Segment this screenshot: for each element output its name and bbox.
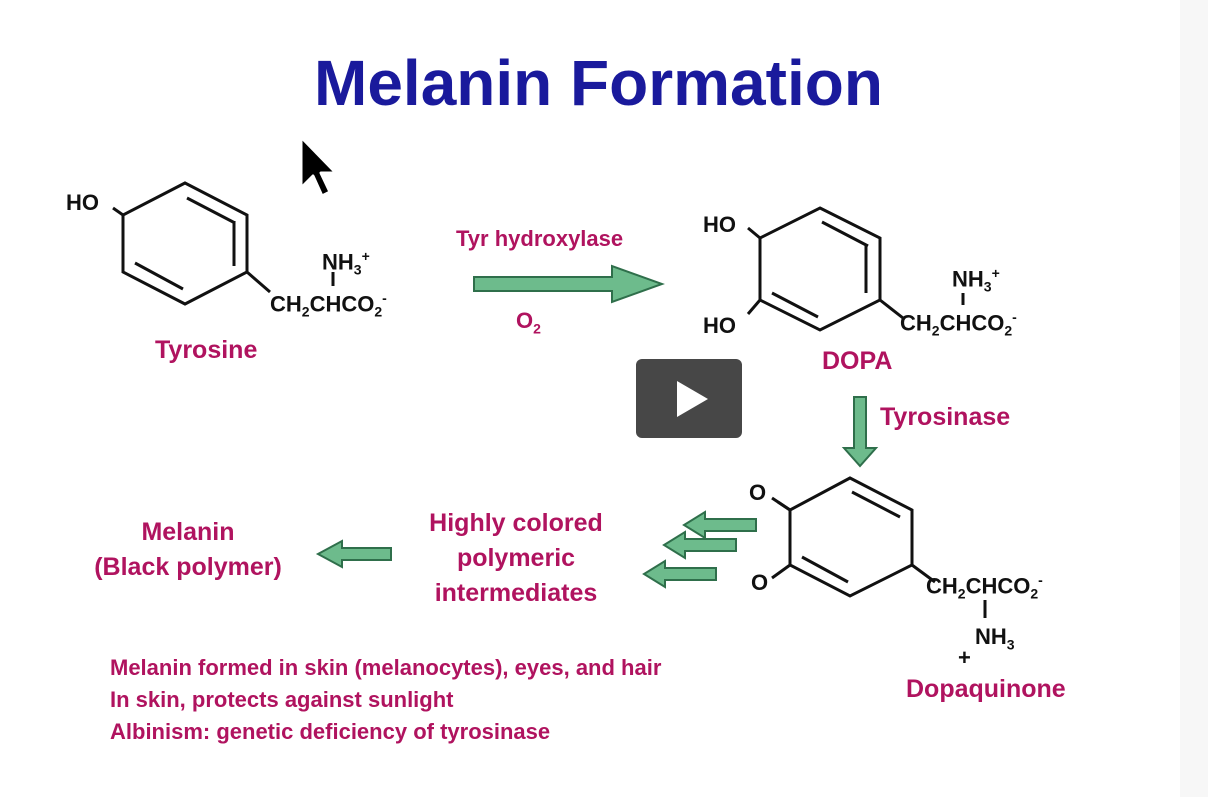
dopaquinone-name: Dopaquinone — [906, 675, 1066, 703]
tyrosine-name: Tyrosine — [155, 336, 258, 364]
tyr-hydroxylase-label: Tyr hydroxylase — [456, 226, 624, 251]
arrow-dopaquinone-to-intermediates — [642, 510, 757, 589]
tyrosine-ring — [112, 181, 335, 306]
dopaquinone-amine-label: NH3 — [975, 624, 1015, 653]
dopa-amine-label: NH3+ — [952, 265, 1000, 295]
oxygen-cofactor-label: O2 — [516, 308, 541, 337]
dopa-hydroxyl-bottom-label: HO — [703, 313, 736, 338]
page-title: Melanin Formation — [314, 47, 883, 119]
play-icon — [677, 381, 708, 417]
tyrosine-amine-label: NH3+ — [322, 248, 370, 278]
arrow-intermediates-to-melanin — [315, 539, 392, 569]
dopa-hydroxyl-top-label: HO — [703, 212, 736, 237]
mouse-pointer-icon — [299, 135, 338, 198]
dopaquinone-ring — [771, 476, 987, 618]
arrow-dopa-to-dopaquinone — [841, 396, 879, 468]
dopaquinone-amine-charge: + — [958, 645, 971, 670]
tyrosinase-label: Tyrosinase — [880, 403, 1011, 431]
dopa-name: DOPA — [822, 347, 893, 375]
tyrosine-hydroxyl-label: HO — [66, 190, 99, 215]
note-item: Albinism: genetic deficiency of tyrosina… — [110, 719, 551, 744]
notes-list: Melanin formed in skin (melanocytes), ey… — [110, 652, 661, 748]
play-button[interactable] — [636, 359, 742, 438]
slide-edge — [1180, 0, 1208, 797]
dopaquinone-oxygen-top-label: O — [749, 480, 767, 505]
arrow-tyrosine-to-dopa — [473, 264, 665, 304]
dopaquinone-side-chain-label: CH2CHCO2- — [926, 572, 1043, 602]
tyrosine-side-chain-label: CH2CHCO2- — [270, 290, 387, 320]
melanin-label: Melanin (Black polymer) — [94, 518, 282, 581]
dopaquinone-oxygen-bottom-label: O — [751, 570, 769, 595]
note-item: Melanin formed in skin (melanocytes), ey… — [110, 655, 662, 680]
dopa-ring — [746, 206, 965, 332]
note-item: In skin, protects against sunlight — [110, 687, 454, 712]
intermediates-label: Highly colored polymeric intermediates — [429, 509, 603, 607]
dopa-side-chain-label: CH2CHCO2- — [900, 309, 1017, 339]
